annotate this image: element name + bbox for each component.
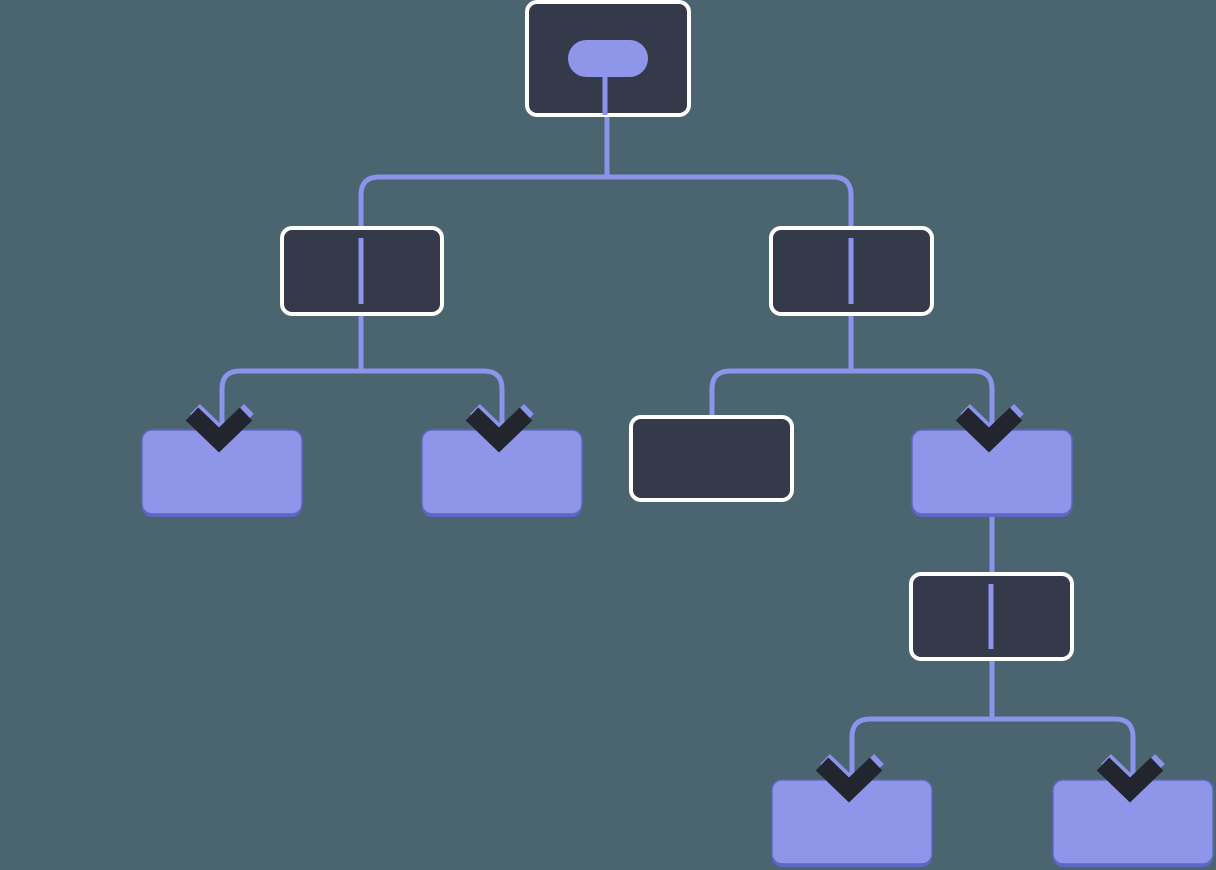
nodes-layer (141, 0, 1214, 867)
chevron-down-icon (185, 407, 253, 453)
arrows-layer (185, 403, 1165, 803)
edge-level1-right-to-dark-node (709, 314, 854, 417)
level1-node-right[interactable] (769, 226, 934, 316)
level2-leaf-two[interactable] (421, 429, 583, 517)
node-inner-line (988, 584, 994, 649)
edge-level3-to-leaf-two (989, 659, 1136, 782)
chevron-down-icon (465, 407, 533, 453)
node-body (629, 415, 794, 502)
chevron-down-icon (815, 757, 883, 803)
root-stem (602, 55, 608, 115)
edges-layer (219, 115, 1136, 782)
root-pill-badge (568, 40, 648, 77)
edge-level1-left-to-leaf-two (358, 314, 505, 432)
level2-dark-node[interactable] (629, 415, 794, 502)
root-node[interactable] (525, 0, 691, 117)
edge-level3-to-leaf-one (849, 659, 995, 782)
level2-purple-branch[interactable] (911, 429, 1073, 517)
chevron-down-icon (1096, 757, 1164, 803)
chevron-down-arrow (465, 403, 534, 453)
edge-root-to-level1-right (604, 115, 854, 228)
chevron-down-arrow (185, 403, 254, 453)
level3-dark-node[interactable] (909, 572, 1074, 661)
level2-leaf-one[interactable] (141, 429, 303, 517)
level4-leaf-one[interactable] (771, 779, 933, 867)
node-inner-line (848, 238, 854, 304)
node-inner-line (358, 238, 364, 304)
chevron-down-icon (955, 407, 1023, 453)
edge-root-to-level1-left (358, 115, 610, 228)
chevron-down-arrow (815, 753, 884, 803)
chevron-down-arrow (1096, 753, 1165, 803)
level4-leaf-two[interactable] (1052, 779, 1214, 867)
edge-level1-right-to-purple-branch (848, 314, 995, 432)
edge-level1-left-to-leaf-one (219, 314, 364, 432)
level1-node-left[interactable] (280, 226, 444, 316)
chevron-down-arrow (955, 403, 1024, 453)
